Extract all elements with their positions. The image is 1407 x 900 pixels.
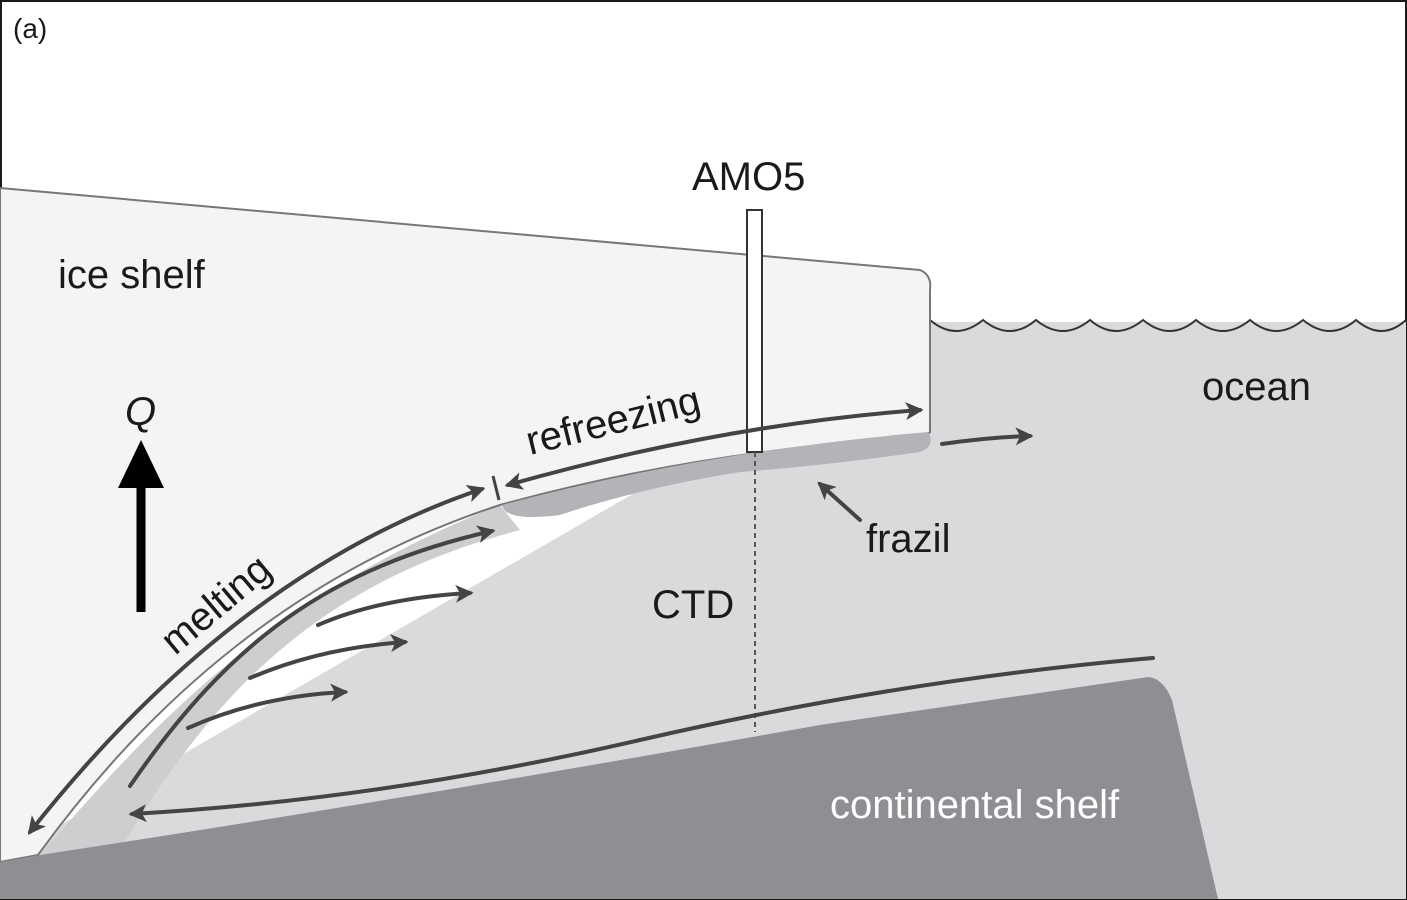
melt-freeze-boundary-tick [491, 475, 501, 501]
panel-label: (a) [13, 13, 47, 44]
ctd-label: CTD [652, 583, 734, 627]
ocean-label: ocean [1202, 365, 1311, 409]
plume-branch-arrow-1 [316, 584, 474, 627]
inflow-arrow [128, 656, 1155, 823]
plume-branch-arrow-3 [186, 683, 349, 730]
amo5-borehole [746, 209, 763, 453]
amo5-label: AMO5 [692, 155, 805, 199]
plume-branch-arrow-2 [248, 634, 409, 680]
frazil-pointer-arrow [817, 481, 862, 522]
heat-flux-label: Q [125, 390, 156, 434]
refreezing-flow-arrow [504, 402, 924, 490]
continental-shelf-label: continental shelf [830, 783, 1120, 827]
continental-shelf-seabed [0, 677, 1218, 899]
ocean-surface-waves [929, 318, 1407, 332]
outflow-arrow [940, 427, 1034, 446]
frazil-label: frazil [866, 517, 950, 561]
plume-rise-arrow [128, 525, 496, 788]
melting-flow-arrow [27, 485, 486, 835]
ice-shelf-label: ice shelf [58, 253, 206, 297]
